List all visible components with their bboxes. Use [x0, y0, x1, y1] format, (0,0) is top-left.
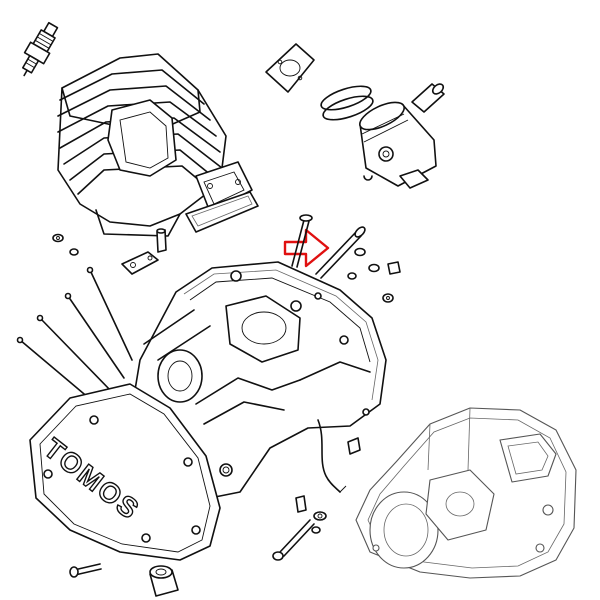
lower-bolts — [272, 437, 361, 561]
side-cover: TOMOS — [29, 383, 221, 561]
right-case-half — [355, 407, 577, 579]
piston — [359, 101, 437, 189]
mounting-bracket — [121, 251, 159, 275]
arrow-right-icon — [283, 228, 330, 268]
cover-bolt — [69, 563, 102, 578]
cylinder-studs — [52, 228, 167, 256]
piston-rings — [320, 85, 374, 121]
piston-pin — [411, 83, 445, 113]
nuts-and-washers — [347, 247, 401, 303]
circlip — [363, 175, 373, 181]
long-bolts — [291, 214, 366, 279]
cylinder — [57, 53, 259, 237]
crankcase-studs — [16, 266, 133, 405]
head-gasket — [265, 43, 315, 93]
bushing — [149, 565, 179, 597]
spark-plug-icon — [22, 21, 59, 77]
